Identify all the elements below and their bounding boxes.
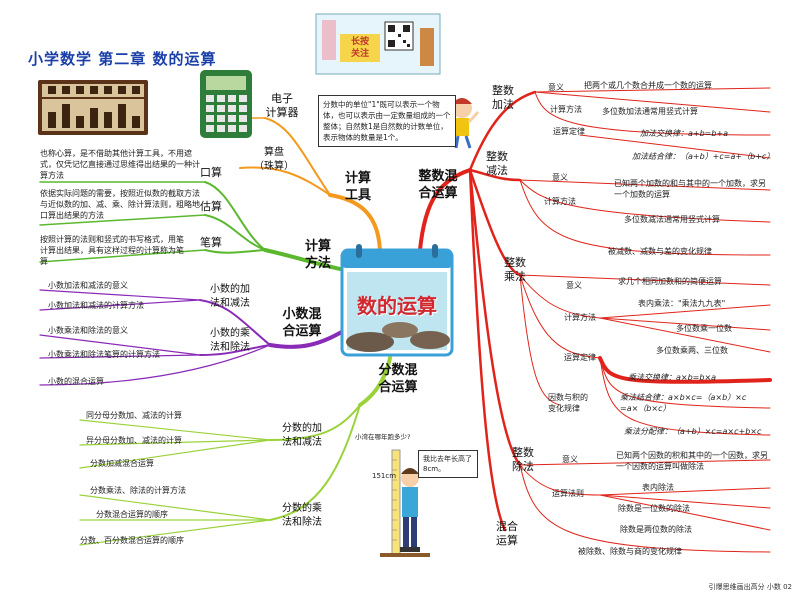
int-mul-method-1: 表内乘法："乘法九九表" bbox=[638, 299, 726, 308]
int-mul-method-2: 多位数乘一位数 bbox=[676, 324, 732, 333]
decimal-mul-div-label: 小数的乘 法和除法 bbox=[210, 328, 250, 353]
int-add-law-2: 加法结合律：（a+b）+c=a+（b+c） bbox=[632, 152, 775, 161]
int-mul-meaning: 求几个相同加数和的简便运算 bbox=[618, 277, 722, 286]
fraction-mul-div-label: 分数的乘 法和除法 bbox=[282, 503, 322, 528]
decimal-add-sub-label: 小数的加 法和减法 bbox=[210, 284, 250, 309]
electronic-calculator-label: 电子 计算器 bbox=[265, 92, 299, 119]
center-label: 数的运算 bbox=[357, 294, 437, 318]
int-sub-meaning-label: 意义 bbox=[552, 173, 568, 182]
int-add-method: 多位数加法通常用竖式计算 bbox=[602, 107, 698, 116]
int-mul-method-label: 计算方法 bbox=[564, 313, 596, 322]
qr-line1: 长按 bbox=[350, 37, 369, 47]
int-mul-method-3: 多位数乘两、三位数 bbox=[656, 346, 728, 355]
branch-fractions bbox=[79, 356, 392, 546]
int-mul-law-1: 乘法交换律：a×b=b×a bbox=[628, 373, 717, 382]
fraction-add-sub-label: 分数的加 法和减法 bbox=[282, 423, 322, 448]
int-mul-law-label: 运算定律 bbox=[564, 353, 596, 362]
qr-poster bbox=[315, 13, 441, 75]
mixed-ops-label: 混合 运算 bbox=[496, 520, 518, 547]
int-mul-rule-label: 因数与积的 变化规律 bbox=[548, 393, 588, 413]
int-mul-meaning-label: 意义 bbox=[566, 281, 582, 290]
method-estimate-desc: 依据实际问题的需要，按照近似数的截取方法与近似数的加、减、乘、除计算法则，粗略地… bbox=[40, 189, 200, 220]
int-sub-rule: 被减数、减数与差的变化规律 bbox=[608, 247, 712, 256]
speech-question: 小湾在哪年跑多少? bbox=[355, 433, 411, 441]
int-sub-label: 整数 减法 bbox=[486, 150, 508, 177]
branch-decimals bbox=[39, 289, 347, 386]
method-mental-label: 口算 bbox=[200, 166, 222, 179]
decimal-item-3: 小数乘法和除法的意义 bbox=[48, 326, 128, 335]
page-title: 小学数学 第二章 数的运算 bbox=[28, 50, 217, 68]
speech-answer: 我比去年长高了8cm。 bbox=[418, 450, 478, 478]
fraction-item-1: 同分母分数加、减法的计算 bbox=[86, 411, 182, 420]
branch-integers bbox=[418, 87, 772, 553]
int-add-method-label: 计算方法 bbox=[550, 105, 582, 114]
branch-tools bbox=[229, 117, 382, 257]
center-card bbox=[340, 244, 454, 357]
branch-methods bbox=[39, 181, 347, 272]
fraction-item-3: 分数加减混合运算 bbox=[90, 459, 154, 468]
int-div-meaning-label: 意义 bbox=[562, 455, 578, 464]
int-add-meaning: 把两个或几个数合并成一个数的运算 bbox=[584, 81, 712, 90]
qr-text-poster: 长按 关注 bbox=[340, 34, 380, 62]
info-bubble: 分数中的单位"1"既可以表示一个物体，也可以表示由一定数量组成的一个整体；自然数… bbox=[318, 95, 456, 147]
decimal-item-1: 小数加法和减法的意义 bbox=[48, 281, 128, 290]
fraction-item-5: 分数混合运算的顺序 bbox=[96, 510, 168, 519]
int-div-method-1: 表内除法 bbox=[642, 483, 674, 492]
methods-label: 计算 方法 bbox=[304, 239, 331, 271]
fraction-item-6: 分数、百分数混合运算的顺序 bbox=[80, 536, 184, 545]
int-mul-label: 整数 乘法 bbox=[504, 256, 526, 283]
decimal-item-4: 小数乘法和除法笔算的计算方法 bbox=[48, 350, 160, 359]
int-sub-meaning: 已知两个加数的和与其中的一个加数，求另一个加数的运算 bbox=[614, 179, 766, 199]
int-add-law-label: 运算定律 bbox=[553, 127, 585, 136]
method-estimate-label: 估算 bbox=[200, 200, 222, 213]
calculator-illustration bbox=[200, 70, 252, 138]
decimal-item-2: 小数加法和减法的计算方法 bbox=[48, 301, 144, 310]
int-div-method-3: 除数是两位数的除法 bbox=[620, 525, 692, 534]
decimals-label: 小数混 合运算 bbox=[282, 307, 322, 339]
int-add-meaning-label: 意义 bbox=[548, 83, 564, 92]
boy-illustration bbox=[380, 449, 430, 557]
abacus-label: 算盘 （珠算） bbox=[254, 147, 294, 172]
fraction-item-2: 异分母分数加、减法的计算 bbox=[86, 436, 182, 445]
footer-text: 引爆思维画出高分 小数 02 bbox=[708, 583, 792, 591]
int-div-method-label: 运算法则 bbox=[552, 489, 584, 498]
qr-line2: 关注 bbox=[350, 49, 369, 59]
abacus-illustration bbox=[38, 80, 148, 135]
height-label: 151cm bbox=[372, 472, 397, 480]
int-mul-law-2: 乘法结合律：a×b×c=（a×b）×c =a×（b×c） bbox=[620, 393, 747, 413]
tools-label: 计算 工具 bbox=[344, 171, 371, 203]
method-written-desc: 按照计算的法则和竖式的书写格式，用笔计算出结果，具有这样过程的计算称为笔算 bbox=[40, 235, 184, 266]
int-mul-law-3: 乘法分配律：（a+b）×c=a×c+b×c bbox=[624, 427, 762, 436]
int-add-law-1: 加法交换律：a+b=b+a bbox=[640, 129, 729, 138]
int-sub-method: 多位数减法通常用竖式计算 bbox=[624, 215, 720, 224]
fraction-item-4: 分数乘法、除法的计算方法 bbox=[90, 486, 186, 495]
fractions-label: 分数混 合运算 bbox=[378, 363, 418, 395]
method-written-label: 笔算 bbox=[200, 236, 222, 249]
int-div-method-2: 除数是一位数的除法 bbox=[618, 504, 690, 513]
int-add-label: 整数 加法 bbox=[492, 84, 514, 111]
int-div-meaning: 已知两个因数的积和其中的一个因数，求另一个因数的运算叫做除法 bbox=[616, 451, 768, 471]
method-mental-desc: 也称心算，是不借助其他计算工具，不用遮式，仅凭记忆直接通过思维得出结果的一种计算… bbox=[40, 149, 200, 180]
decimal-item-5: 小数的混合运算 bbox=[48, 377, 104, 386]
int-sub-method-label: 计算方法 bbox=[544, 197, 576, 206]
int-div-rule: 被除数、除数与商的变化规律 bbox=[578, 547, 682, 556]
integers-label: 整数混 合运算 bbox=[418, 169, 458, 201]
int-div-label: 整数 除法 bbox=[512, 446, 534, 473]
